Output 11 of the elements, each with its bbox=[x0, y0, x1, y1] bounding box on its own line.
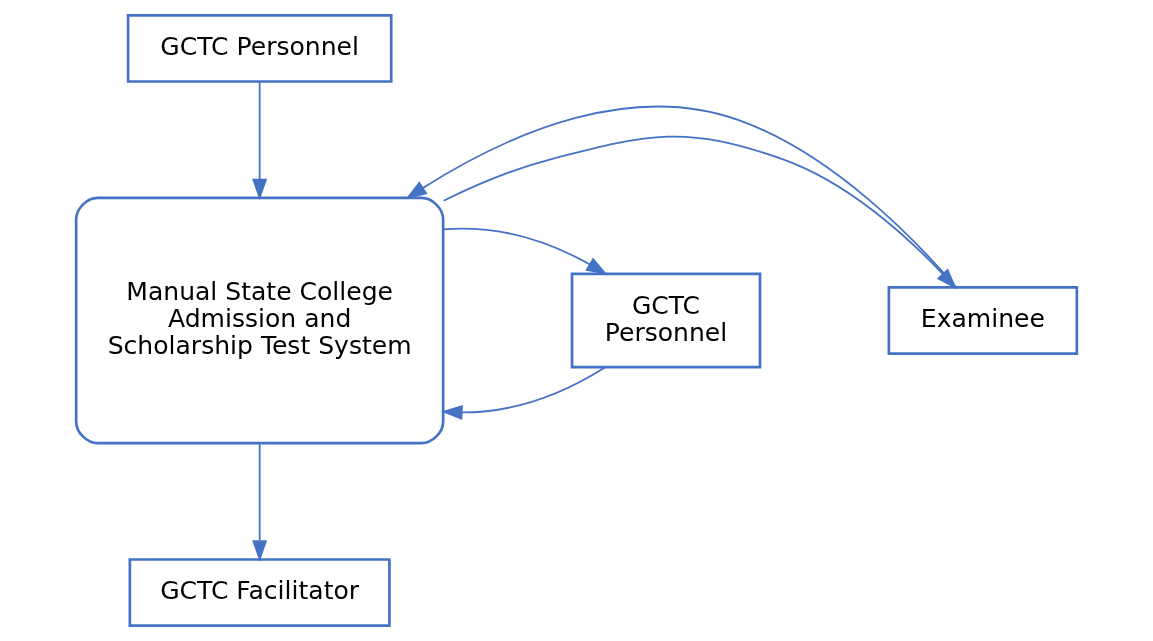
node-box: GCTC Personnel bbox=[126, 13, 393, 83]
arrow bbox=[252, 80, 268, 201]
arrow bbox=[442, 227, 608, 276]
node-box: GCTC Facilitator bbox=[128, 558, 391, 628]
node-box: Examinee bbox=[887, 286, 1079, 355]
arrow bbox=[252, 442, 268, 562]
node-box: GCTC Personnel bbox=[570, 272, 762, 369]
node-box: Manual State College Admission and Scholarship Test System bbox=[74, 196, 445, 445]
arrow bbox=[405, 105, 957, 288]
arrow bbox=[442, 135, 957, 290]
arrow bbox=[441, 366, 607, 420]
